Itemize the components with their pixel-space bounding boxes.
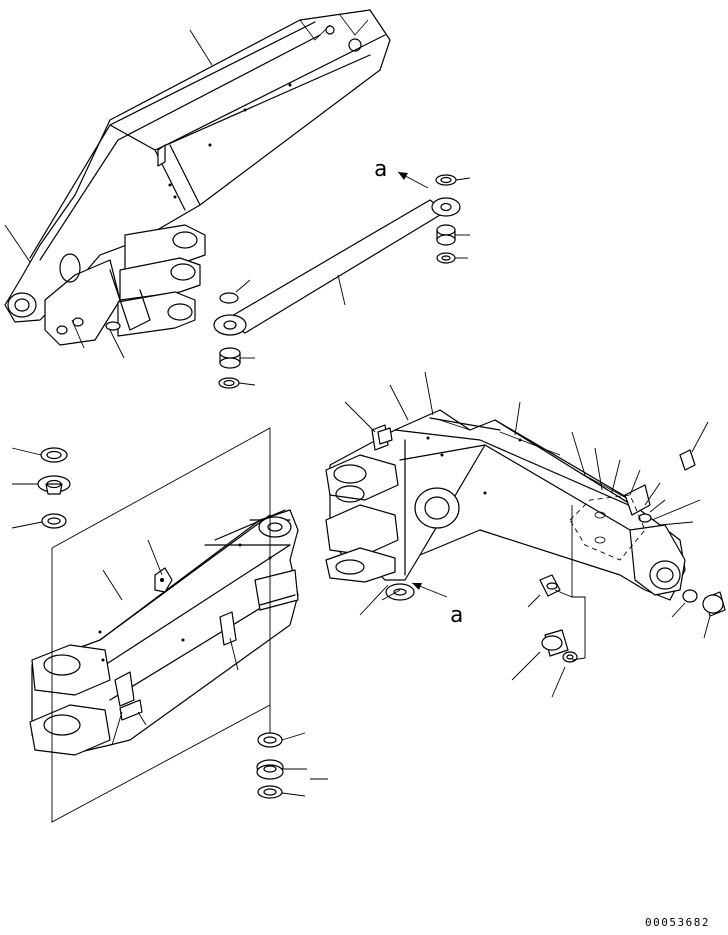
arm-bushings-right	[256, 732, 328, 799]
arm-assembly	[29, 509, 299, 756]
drawing-number: 00053682	[645, 916, 710, 929]
bracket-lines	[51, 427, 271, 823]
view-marker-label-2: a	[450, 603, 463, 628]
boom-assembly	[4, 9, 391, 359]
arm-assembly-right	[325, 371, 709, 616]
view-marker-bottom: a	[411, 582, 463, 628]
arm-bushings-left	[11, 447, 71, 529]
rod-bushings	[218, 174, 471, 389]
view-marker-top: a	[374, 157, 429, 189]
connecting-rod	[213, 197, 461, 336]
view-marker-label: a	[374, 157, 387, 182]
arm-small-parts-right	[511, 505, 726, 698]
